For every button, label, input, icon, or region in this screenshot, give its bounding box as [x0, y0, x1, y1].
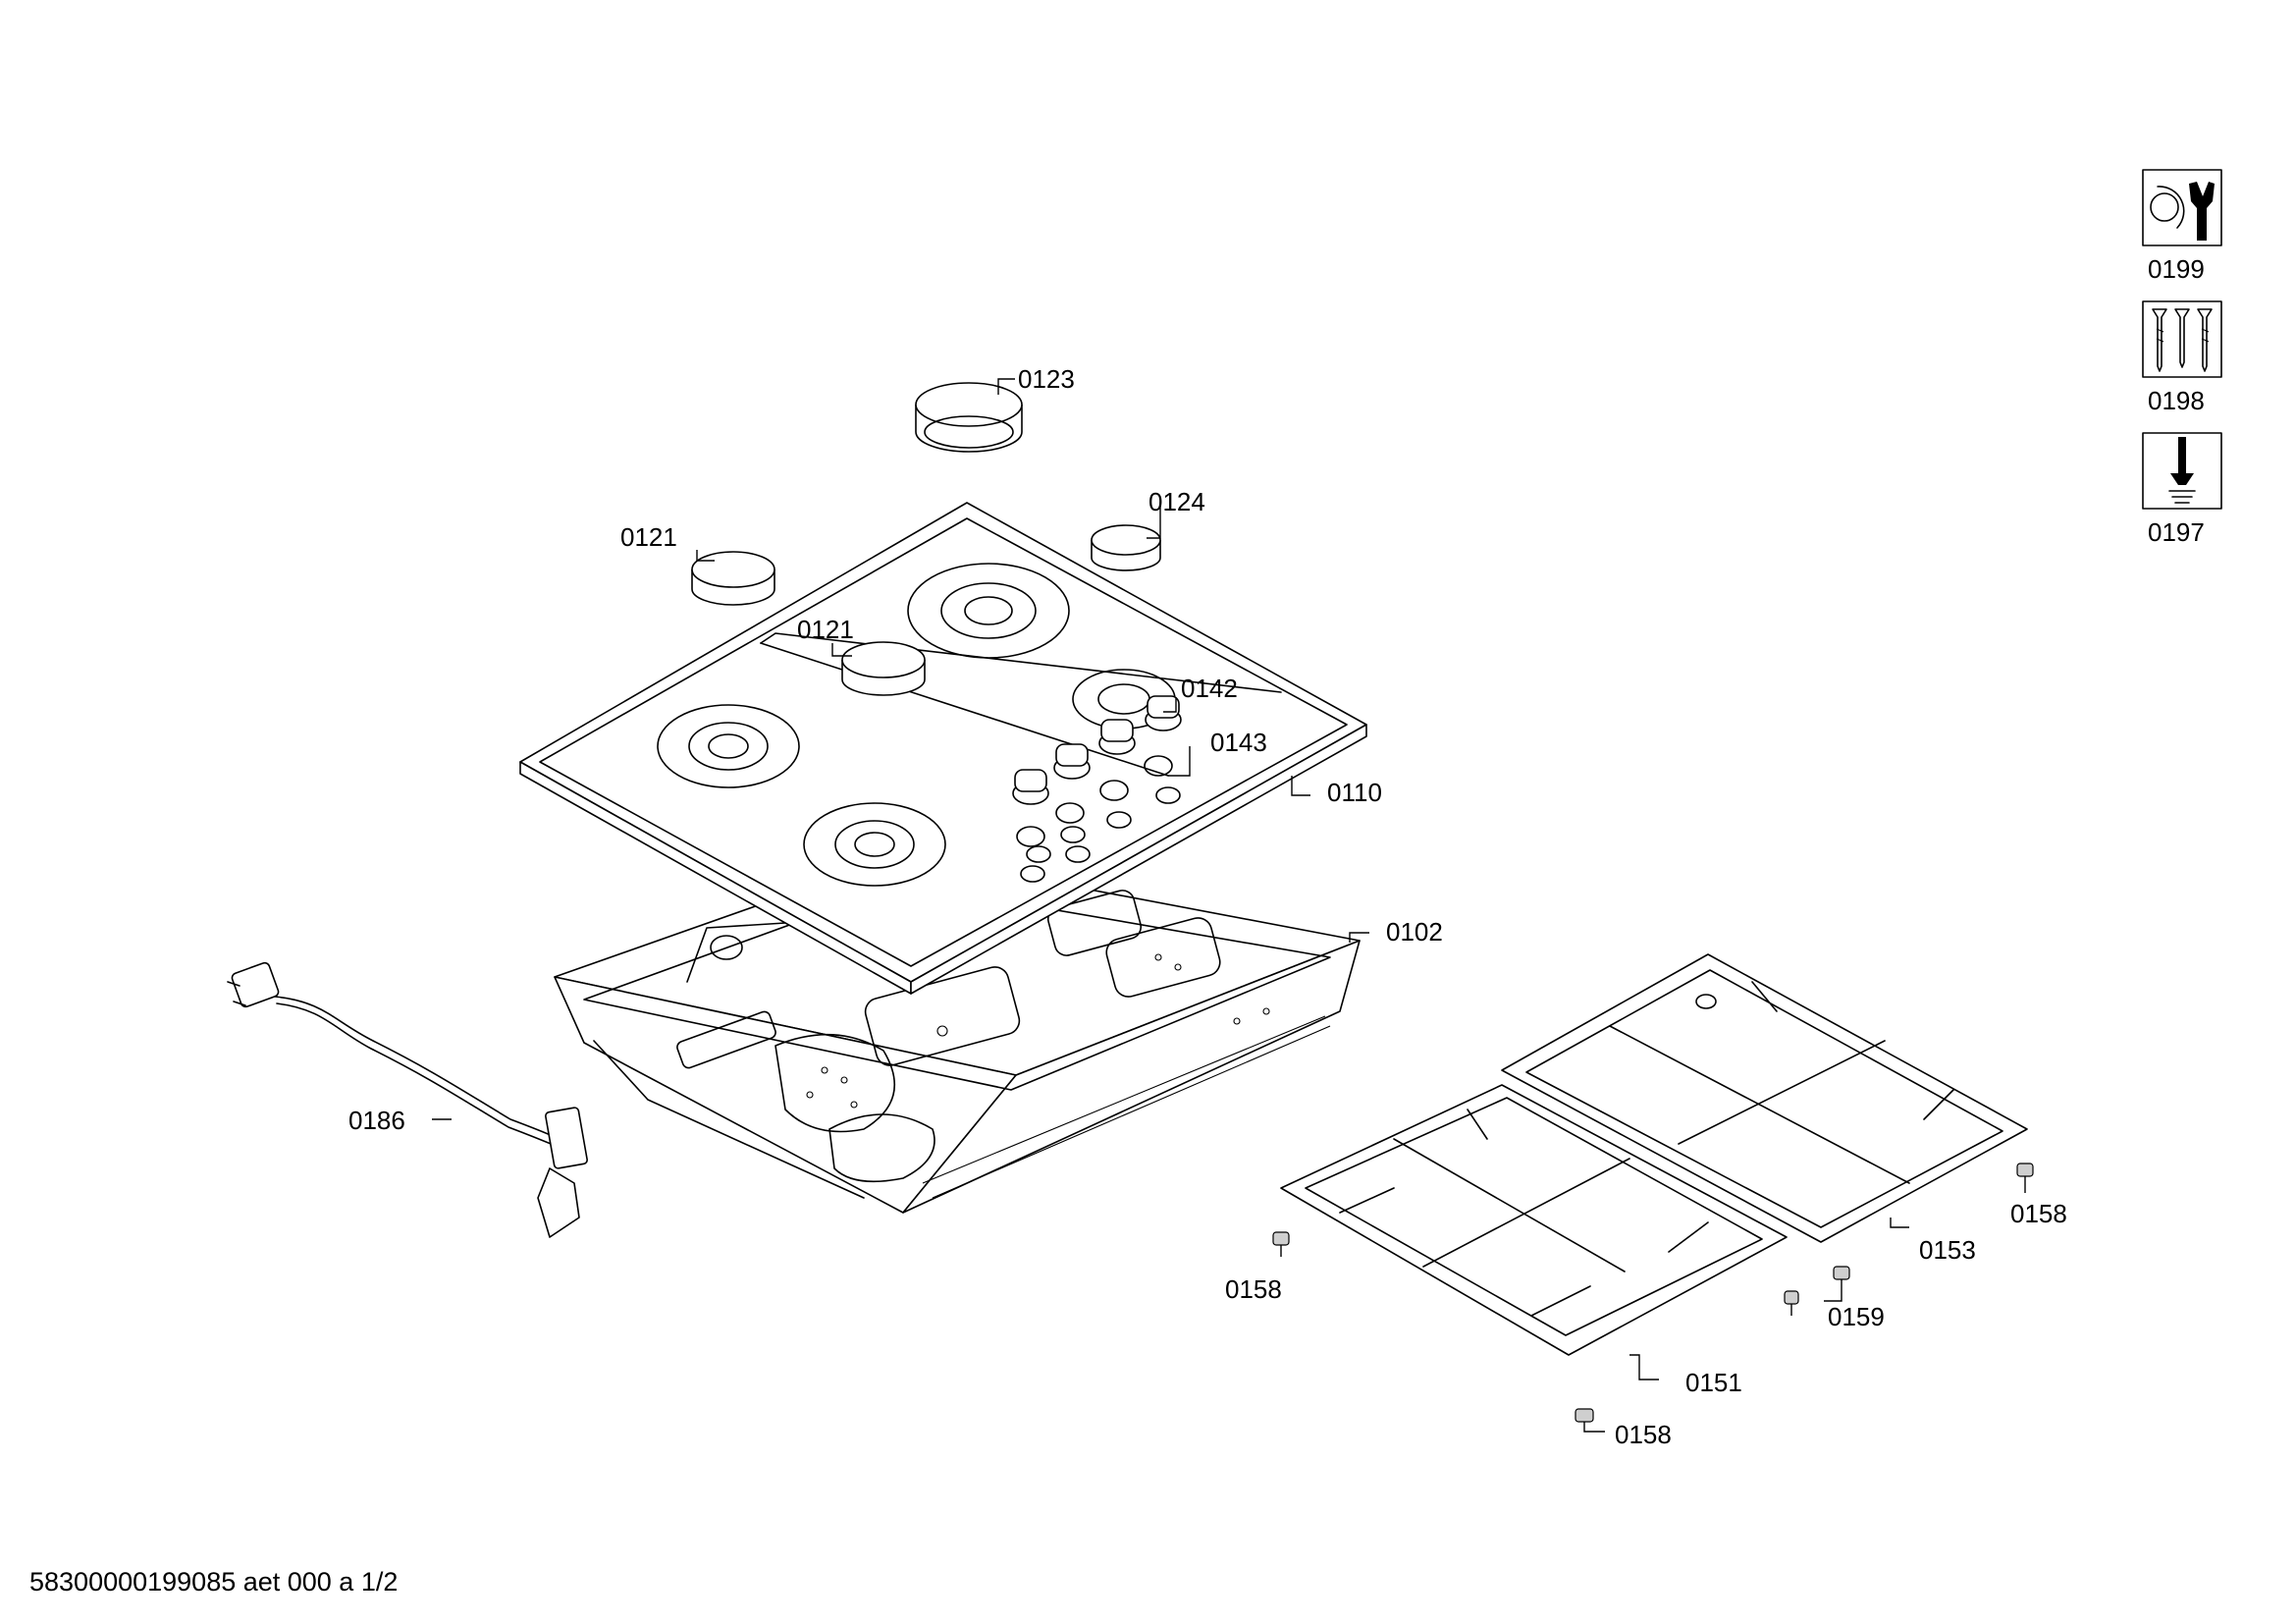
screwdriver-icon: [2168, 437, 2196, 504]
rubber-foot-0158-left[interactable]: [1272, 1231, 1290, 1246]
legend-0197[interactable]: [2142, 432, 2222, 510]
burner-cap-0123[interactable]: [915, 382, 1023, 453]
label-0143: 0143: [1210, 728, 1267, 757]
label-0110: 0110: [1327, 778, 1382, 807]
label-0121-left: 0121: [620, 522, 677, 552]
label-0142: 0142: [1181, 674, 1238, 703]
burner-rear-right: [907, 563, 1070, 659]
burner-rear-left: [803, 802, 946, 887]
burner-front-left: [657, 704, 800, 788]
burner-cap-0121-left[interactable]: [691, 551, 775, 606]
pan-support-0151[interactable]: [1280, 1084, 1788, 1356]
label-0124: 0124: [1148, 487, 1205, 516]
label-0159: 0159: [1828, 1302, 1885, 1331]
hob-top-plate-0110[interactable]: [519, 502, 1367, 995]
label-0158-left: 0158: [1225, 1274, 1282, 1304]
label-0121-center: 0121: [797, 615, 854, 644]
label-0197: 0197: [2148, 517, 2205, 547]
rubber-foot-0158-bottom[interactable]: [1575, 1408, 1594, 1423]
leader-lines: [432, 378, 2026, 1433]
label-0158-right: 0158: [2010, 1199, 2067, 1228]
power-cable-0186[interactable]: [227, 961, 588, 1238]
label-0153: 0153: [1919, 1235, 1976, 1265]
label-0186: 0186: [348, 1106, 405, 1135]
label-0198: 0198: [2148, 386, 2205, 415]
label-0199: 0199: [2148, 254, 2205, 284]
label-0158-bottom: 0158: [1615, 1420, 1672, 1449]
legend-0199[interactable]: [2142, 169, 2222, 246]
label-0151: 0151: [1685, 1368, 1742, 1397]
burner-cap-0124[interactable]: [1091, 524, 1161, 571]
pan-support-0153[interactable]: [1501, 953, 2028, 1243]
legend-0198[interactable]: [2142, 300, 2222, 378]
rubber-foot-0158-right[interactable]: [2016, 1163, 2034, 1177]
screws-icon: [2152, 308, 2213, 372]
knob-seats: [1016, 755, 1181, 883]
label-0102: 0102: [1386, 917, 1443, 947]
burner-cap-0121-center[interactable]: [841, 641, 926, 696]
rubber-foot-0159[interactable]: [1784, 1266, 1850, 1305]
document-code: 58300000199085 aet 000 a 1/2: [29, 1567, 399, 1597]
tray-holes: [806, 953, 1270, 1109]
label-0123: 0123: [1018, 364, 1075, 394]
control-knobs-0142[interactable]: [1012, 695, 1182, 805]
wrench-icon: [2150, 182, 2215, 241]
